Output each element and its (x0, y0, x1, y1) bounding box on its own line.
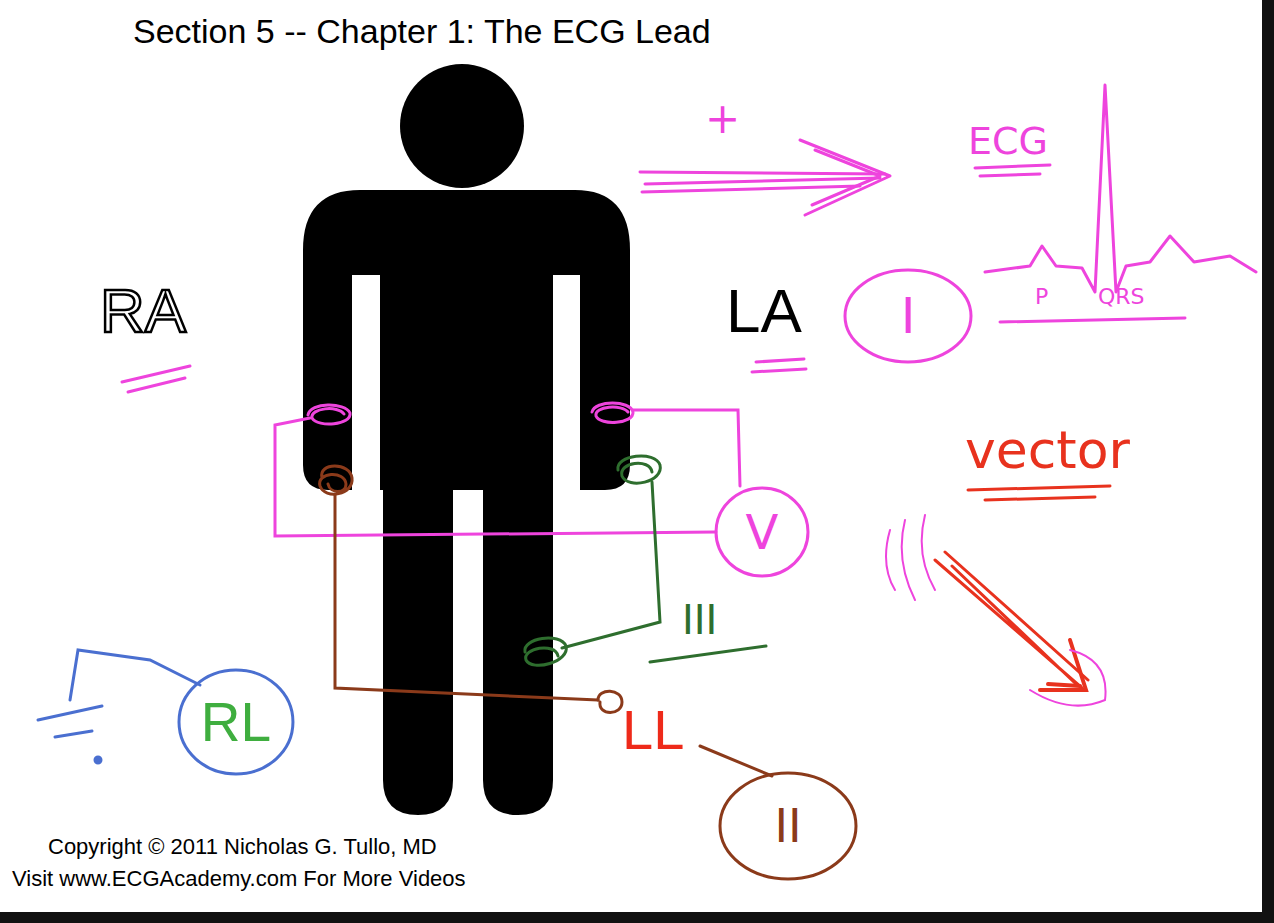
underline (1000, 318, 1185, 322)
copyright-note: Copyright © 2011 Nicholas G. Tullo, MD (48, 836, 437, 858)
vector-arrow (886, 486, 1110, 706)
lead-circle: II (718, 771, 858, 881)
electrode (308, 405, 350, 424)
wave-name: P (1035, 286, 1048, 308)
underline (122, 366, 190, 392)
underline (968, 486, 1110, 500)
frame-edge (0, 912, 1274, 923)
figure-head (400, 64, 524, 188)
vector-head (1040, 640, 1086, 690)
lead-circle: I (843, 268, 973, 364)
electrode-name: LA (726, 280, 802, 342)
electrode (618, 456, 660, 483)
wire (335, 495, 598, 700)
ecg-wave (985, 85, 1256, 292)
wave-name: QRS (1098, 286, 1145, 308)
lead-name: III (682, 600, 717, 640)
figure-leg (383, 488, 453, 815)
field-lines (886, 515, 1106, 706)
figure-leg (483, 488, 553, 815)
diagram-title: Section 5 -- Chapter 1: The ECG Lead (133, 14, 711, 48)
circle-outline (179, 670, 293, 774)
wire (633, 410, 740, 486)
circle-outline (845, 270, 971, 362)
ground-circle: RL (177, 668, 295, 776)
electrode-name: LL (622, 702, 684, 758)
node-text: RL (201, 695, 271, 750)
lead-one-wire (122, 359, 806, 536)
electrode (525, 638, 566, 665)
electrode (320, 466, 352, 494)
wire (562, 482, 660, 648)
node-text: V (746, 508, 779, 556)
electrode-name: RA (100, 280, 186, 342)
polarity-sign: + (705, 98, 740, 140)
ground-symbol (38, 650, 200, 763)
ground-dot (95, 757, 101, 763)
underline (650, 646, 766, 662)
frame-edge (1262, 0, 1274, 923)
wire (70, 650, 200, 700)
wire (700, 746, 772, 776)
underline (975, 165, 1050, 176)
lead-two-wire (320, 466, 772, 776)
figure-body (303, 190, 630, 490)
node-text: II (774, 803, 801, 849)
circle-outline (720, 773, 856, 879)
arrow-head (800, 140, 890, 215)
electrode (592, 403, 633, 422)
voltmeter-circle: V (714, 486, 810, 578)
underline (752, 359, 806, 372)
ground-lines (38, 706, 102, 737)
circle-outline (716, 488, 808, 576)
node-text: I (901, 291, 916, 341)
human-figure (303, 64, 630, 815)
wire (275, 418, 716, 536)
website-note: Visit www.ECGAcademy.com For More Videos (12, 868, 466, 890)
electrode (598, 691, 622, 712)
ecg-label: ECG (968, 122, 1048, 160)
lead-three-wire (525, 456, 766, 665)
vector-shaft (935, 552, 1088, 688)
vector-label: vector (965, 424, 1130, 476)
